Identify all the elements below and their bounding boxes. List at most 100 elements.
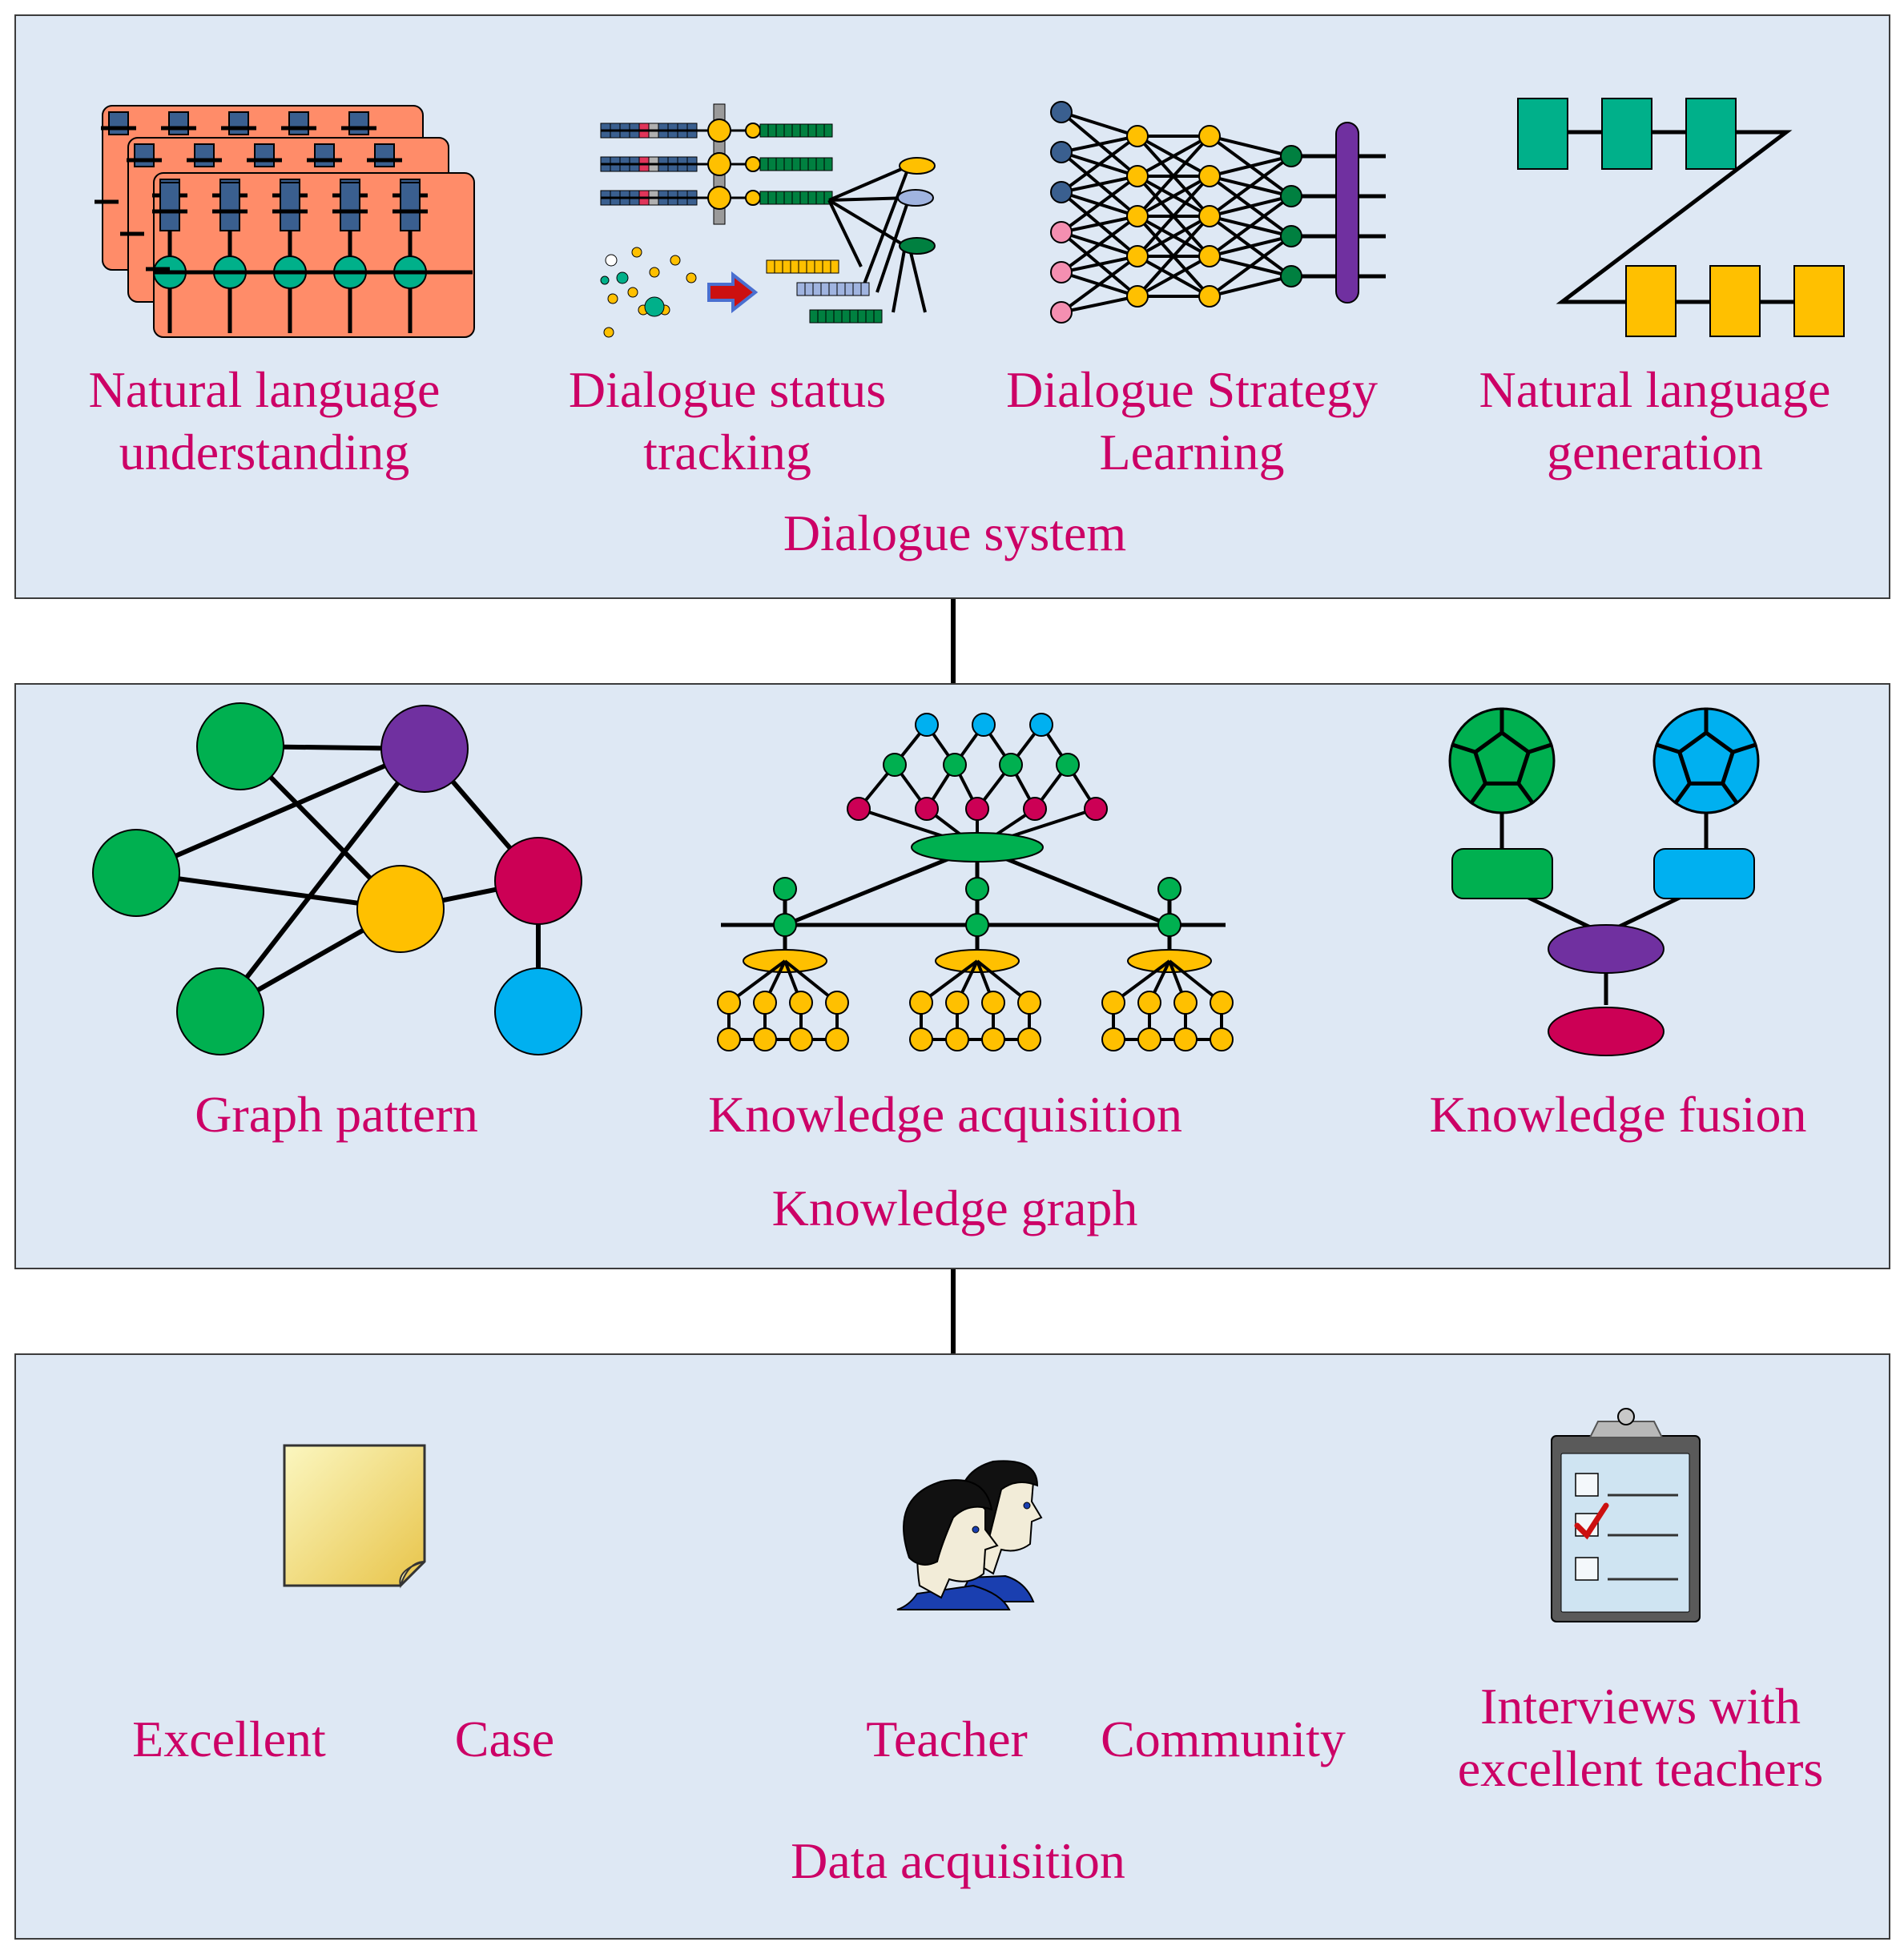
icon-node [825,991,849,1015]
icon-node [1017,991,1041,1015]
icon-node [176,967,264,1055]
icon-node [745,123,761,139]
icon-node [607,293,618,304]
icon-node [380,705,469,793]
icon-node [1137,1027,1161,1051]
icon-node [717,991,741,1015]
icon-block [822,259,831,274]
icon-block [314,143,335,167]
icon-node [883,753,907,777]
icon-block [767,191,777,205]
icon-node [627,287,638,298]
icon-body [896,1584,1011,1610]
icon-block [1601,98,1652,170]
icon-block [228,111,249,135]
icon-block [766,259,775,274]
icon-node [909,1027,933,1051]
icon-line [1136,215,1211,298]
knowledge-graph-title: Knowledge graph [771,1180,1138,1236]
icon-block [790,259,799,274]
icon-line [1136,175,1211,258]
icon-node [1280,145,1302,167]
nlu-label: Natural language understanding [89,359,441,484]
dst-label: Dialogue status tracking [569,359,886,484]
icon-block [775,123,785,138]
icon-block [1575,1473,1599,1497]
icon-line [1522,130,1842,304]
icon-node [1050,101,1073,123]
sticky-note-icon [283,1444,426,1589]
icon-node [1198,285,1221,308]
nlu-label-line2: understanding [119,424,410,480]
icon-block [168,111,189,135]
icon-block [348,111,369,135]
nlg-label-line1: Natural language [1479,361,1831,418]
icon-block [775,191,785,205]
graph-nodes-icon [92,702,582,1055]
icon-node [1023,1502,1031,1510]
icon-block [823,157,833,171]
icon-block [852,282,862,296]
icon-node [1137,991,1161,1015]
icon-block [759,191,769,205]
icon-node [897,189,934,207]
sequence-generation-icon [1517,98,1845,337]
dst-label-line1: Dialogue status [568,361,887,418]
icon-node [1084,797,1108,821]
dsl-label-line2: Learning [1099,424,1285,480]
icon-node [972,713,996,737]
icon-line [1209,195,1292,218]
icon-line [828,164,910,202]
icon-node [707,186,731,210]
icon-node [605,254,618,267]
icon-line [1061,135,1138,154]
icon-block [782,259,791,274]
neural-network-icon [1050,101,1386,324]
icon-line [1208,235,1293,298]
icon-node [915,797,939,821]
icon-line [876,197,911,293]
icon-node [649,267,660,278]
knowledge-acquisition-label: Knowledge acquisition [708,1086,1182,1143]
icon-block [340,182,360,231]
icon-line [135,746,426,875]
icon-node [644,296,665,317]
icon-node [945,1027,969,1051]
data-acquisition-title: Data acquisition [791,1832,1125,1889]
icon-block [841,309,851,324]
interviews-label-line1: Interviews with [1480,1678,1801,1735]
icon-node [943,753,967,777]
icon-line [1060,255,1139,314]
icon-node [494,967,582,1055]
icon-node [1210,991,1234,1015]
icon-node [753,991,777,1015]
icon-node [1198,205,1221,227]
icon-node [1050,301,1073,324]
icon-block [775,157,785,171]
icon-block [844,282,854,296]
icon-block [799,157,809,171]
icon-node [909,991,933,1015]
icon-node [972,1526,980,1534]
dsl-label-line1: Dialogue Strategy [1006,361,1378,418]
icon-node [600,275,610,285]
icon-line [218,747,427,1013]
icon-node [981,991,1005,1015]
icon-block [807,157,817,171]
icon-node [603,327,614,338]
icon-block [820,282,830,296]
state-tracking-icon [600,103,936,338]
interviews-label: Interviews with excellent teachers [1458,1675,1824,1800]
dialogue-system-title: Dialogue system [783,505,1127,561]
icon-block [830,259,839,274]
icon-block [873,309,883,324]
icon-node [196,702,284,790]
icon-block [374,143,395,167]
interviews-label-line2: excellent teachers [1457,1740,1824,1797]
icon-block [812,282,822,296]
nlu-label-line1: Natural language [88,361,441,418]
icon-node [825,1027,849,1051]
icon-block [219,182,240,231]
knowledge-graph-panel [14,683,1890,1269]
icon-block [849,309,859,324]
